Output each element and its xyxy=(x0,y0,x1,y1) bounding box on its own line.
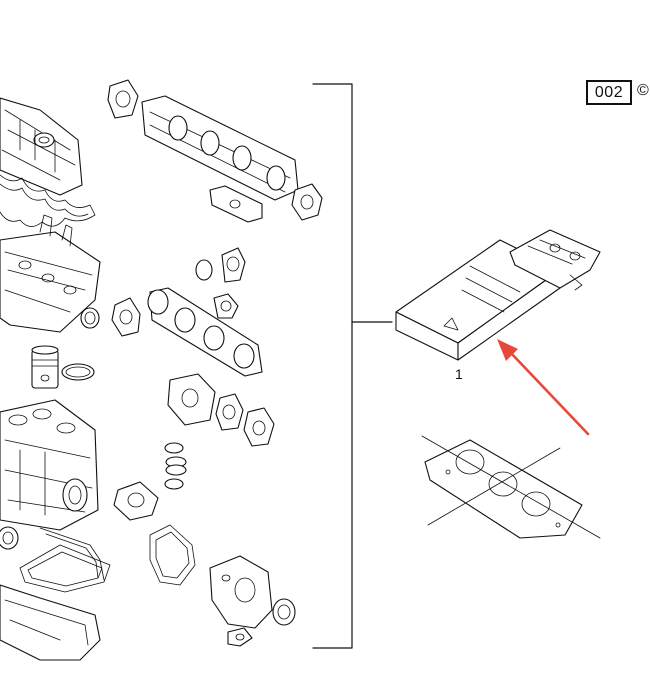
manifold-flange-gasket xyxy=(209,185,263,223)
timing-case xyxy=(209,555,273,629)
kit-gasket-sheets xyxy=(509,229,601,291)
reference-code-box: 002 xyxy=(586,80,632,105)
exhaust-gasket-left xyxy=(111,297,141,337)
engine-block xyxy=(0,399,99,531)
cylinder-head xyxy=(0,214,101,333)
cover-gasket xyxy=(0,174,96,227)
exhaust-gasket-small xyxy=(213,293,239,319)
crank-seal xyxy=(272,598,296,626)
head-gasket xyxy=(424,439,583,539)
intake-manifold xyxy=(141,95,299,201)
seal-rings xyxy=(164,442,187,490)
block-seal xyxy=(0,526,19,550)
callout-arrow xyxy=(497,339,590,436)
oil-pan xyxy=(0,584,101,661)
kit-bracket xyxy=(312,83,393,649)
water-pump-housing xyxy=(167,373,216,426)
pump-gasket-1 xyxy=(215,393,244,431)
piston-rings xyxy=(61,363,95,381)
thermostat xyxy=(195,247,246,283)
exhaust-manifold-gasket xyxy=(107,79,139,119)
reference-glyph: © xyxy=(637,82,649,99)
timing-cover-gasket xyxy=(149,524,196,586)
reference-code: 002 xyxy=(594,83,624,101)
exhaust-manifold xyxy=(147,287,263,377)
cylinder-head-cover xyxy=(0,97,83,196)
item-number-label: 1 xyxy=(455,366,463,382)
pump-gasket-2 xyxy=(243,407,275,447)
square-gasket-right xyxy=(291,183,323,221)
head-seal-ring xyxy=(80,307,100,329)
piston xyxy=(31,345,59,389)
head-gasket-axis-lines xyxy=(421,435,601,539)
small-gasket-bottom xyxy=(227,627,253,647)
front-cover-gasket xyxy=(113,481,159,521)
oil-pan-gasket xyxy=(19,544,111,593)
